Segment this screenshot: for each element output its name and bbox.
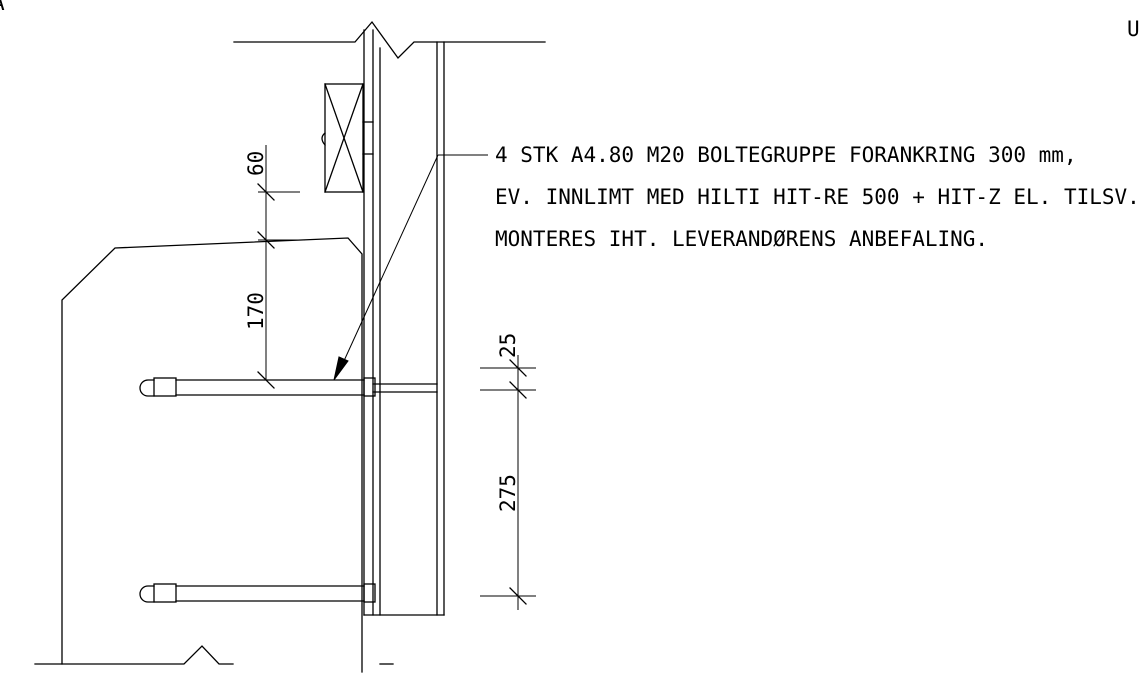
anchor-bolt-lower — [139, 583, 376, 603]
packing-block — [321, 83, 374, 193]
bottom-break-line — [34, 645, 394, 665]
anchor-note: 4 STK A4.80 M20 BOLTEGRUPPE FORANKRING 3… — [495, 143, 1139, 251]
edge-mark-left: A — [0, 0, 5, 15]
dimension-chain-right — [480, 355, 536, 610]
note-line-1: 4 STK A4.80 M20 BOLTEGRUPPE FORANKRING 3… — [495, 143, 1077, 167]
concrete-foundation — [61, 237, 363, 673]
steel-column — [363, 29, 445, 616]
dimension-170: 170 — [244, 292, 268, 330]
dimension-25: 25 — [496, 333, 520, 358]
note-leader — [333, 154, 488, 381]
dimension-chain-left — [257, 145, 305, 389]
dimension-275: 275 — [496, 474, 520, 512]
edge-mark-right: U — [1127, 17, 1139, 41]
dimension-60: 60 — [244, 151, 268, 176]
top-break-line — [233, 20, 546, 59]
note-line-2: EV. INNLIMT MED HILTI HIT-RE 500 + HIT-Z… — [495, 185, 1139, 209]
note-line-3: MONTERES IHT. LEVERANDØRENS ANBEFALING. — [495, 227, 988, 251]
leader-arrowhead — [333, 356, 349, 381]
anchor-bolt-upper — [139, 377, 376, 397]
